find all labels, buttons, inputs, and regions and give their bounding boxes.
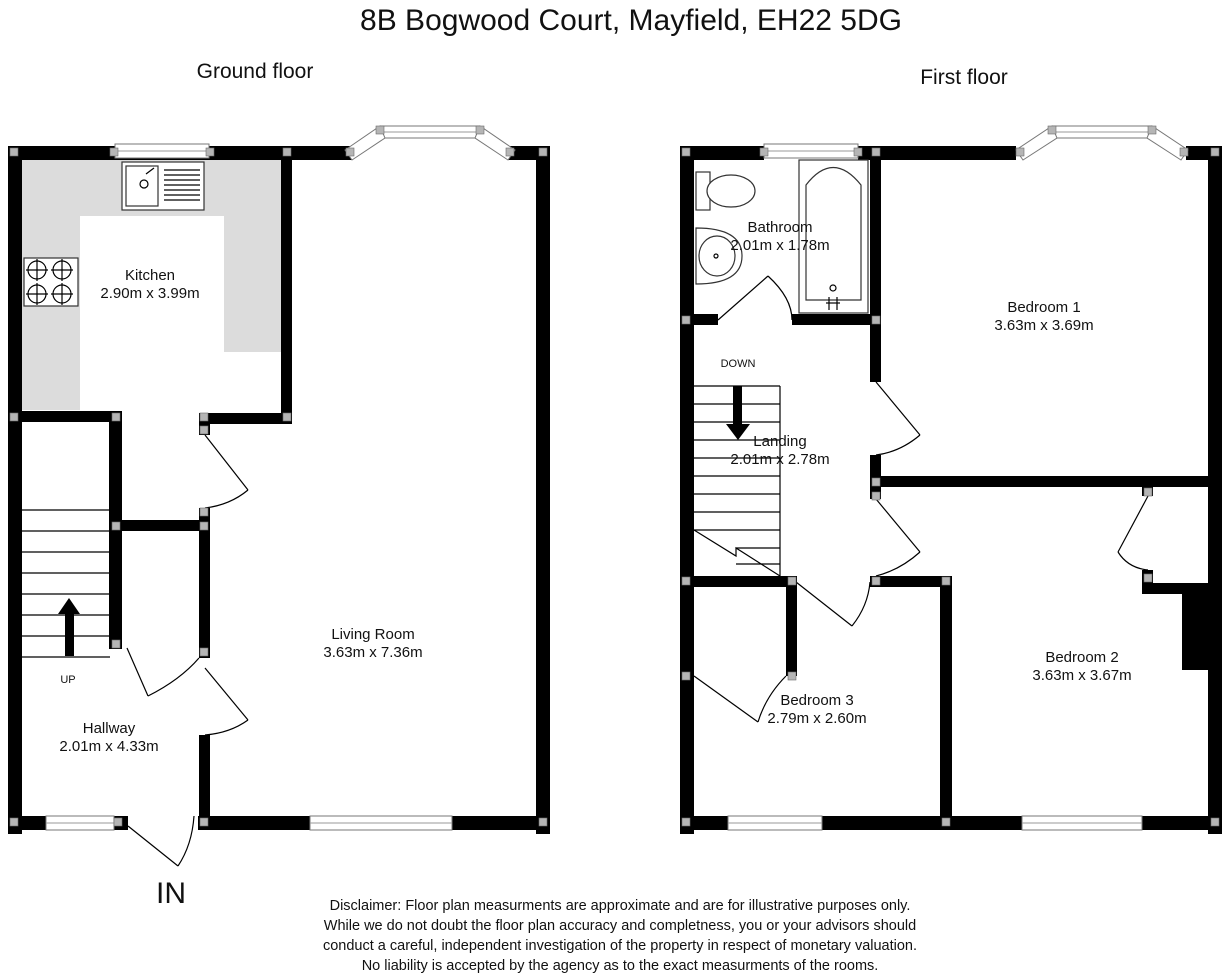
bedroom-1-bay-window: [1015, 125, 1189, 161]
disclaimer-line-3: conduct a careful, independent investiga…: [322, 938, 918, 954]
bedroom-2-name: Bedroom 2: [1045, 649, 1118, 666]
first-floor-label: First floor: [920, 66, 1008, 89]
stair-up-arrow-icon: [65, 612, 74, 656]
disclaimer: Disclaimer: Floor plan measurments are a…: [230, 896, 1010, 976]
bedroom-2-dims: 3.63m x 3.67m: [1032, 667, 1131, 684]
ground-doors: [126, 434, 249, 867]
entrance-label: IN: [156, 877, 186, 910]
ground-floor-plan: Kitchen 2.90m x 3.99m Living Room 3.63m …: [8, 125, 550, 910]
bath-icon: [798, 159, 869, 314]
first-staircase: [693, 385, 781, 577]
living-room-dims: 3.63m x 7.36m: [323, 644, 422, 661]
ground-floor-label: Ground floor: [197, 60, 314, 83]
first-floor-plan: Bathroom 2.01m x 1.78m Bedroom 1 3.63m x…: [680, 125, 1222, 834]
disclaimer-line-4: No liability is accepted by the agency a…: [361, 958, 879, 974]
stair-down-label: DOWN: [721, 358, 756, 370]
disclaimer-line-2: While we do not doubt the floor plan acc…: [323, 918, 917, 934]
bedroom-2-cupboard: [1182, 594, 1210, 670]
kitchen-dims: 2.90m x 3.99m: [100, 285, 199, 302]
landing-name: Landing: [753, 433, 806, 450]
first-doors: [693, 275, 1149, 723]
toilet-icon: [695, 171, 756, 211]
kitchen-name: Kitchen: [125, 267, 175, 284]
living-room-name: Living Room: [331, 626, 414, 643]
bedroom-1-name: Bedroom 1: [1007, 299, 1080, 316]
basin-icon: [695, 227, 743, 285]
property-address-title: 8B Bogwood Court, Mayfield, EH22 5DG: [360, 4, 902, 37]
ground-staircase: [22, 509, 110, 658]
landing-dims: 2.01m x 2.78m: [730, 451, 829, 468]
first-internal-walls: [686, 150, 1216, 826]
kitchen-sink-icon: [121, 161, 205, 211]
hallway-name: Hallway: [83, 720, 136, 737]
kitchen-worktop-right: [224, 160, 285, 352]
ground-outer-walls: [8, 146, 550, 834]
hallway-dims: 2.01m x 4.33m: [59, 738, 158, 755]
ground-wall-posts: [9, 125, 548, 827]
bedroom-1-dims: 3.63m x 3.69m: [994, 317, 1093, 334]
bedroom-3-name: Bedroom 3: [780, 692, 853, 709]
ground-internal-walls: [14, 150, 292, 825]
bathroom-name: Bathroom: [747, 219, 812, 236]
first-wall-posts: [681, 125, 1220, 827]
stair-up-label: UP: [60, 674, 75, 686]
disclaimer-line-1: Disclaimer: Floor plan measurments are a…: [329, 898, 911, 914]
kitchen-hob-icon: [23, 257, 79, 307]
bathroom-dims: 2.01m x 1.78m: [730, 237, 829, 254]
stair-down-arrow-icon: [733, 386, 742, 424]
living-room-bay-window: [344, 125, 516, 161]
bedroom-3-dims: 2.79m x 2.60m: [767, 710, 866, 727]
